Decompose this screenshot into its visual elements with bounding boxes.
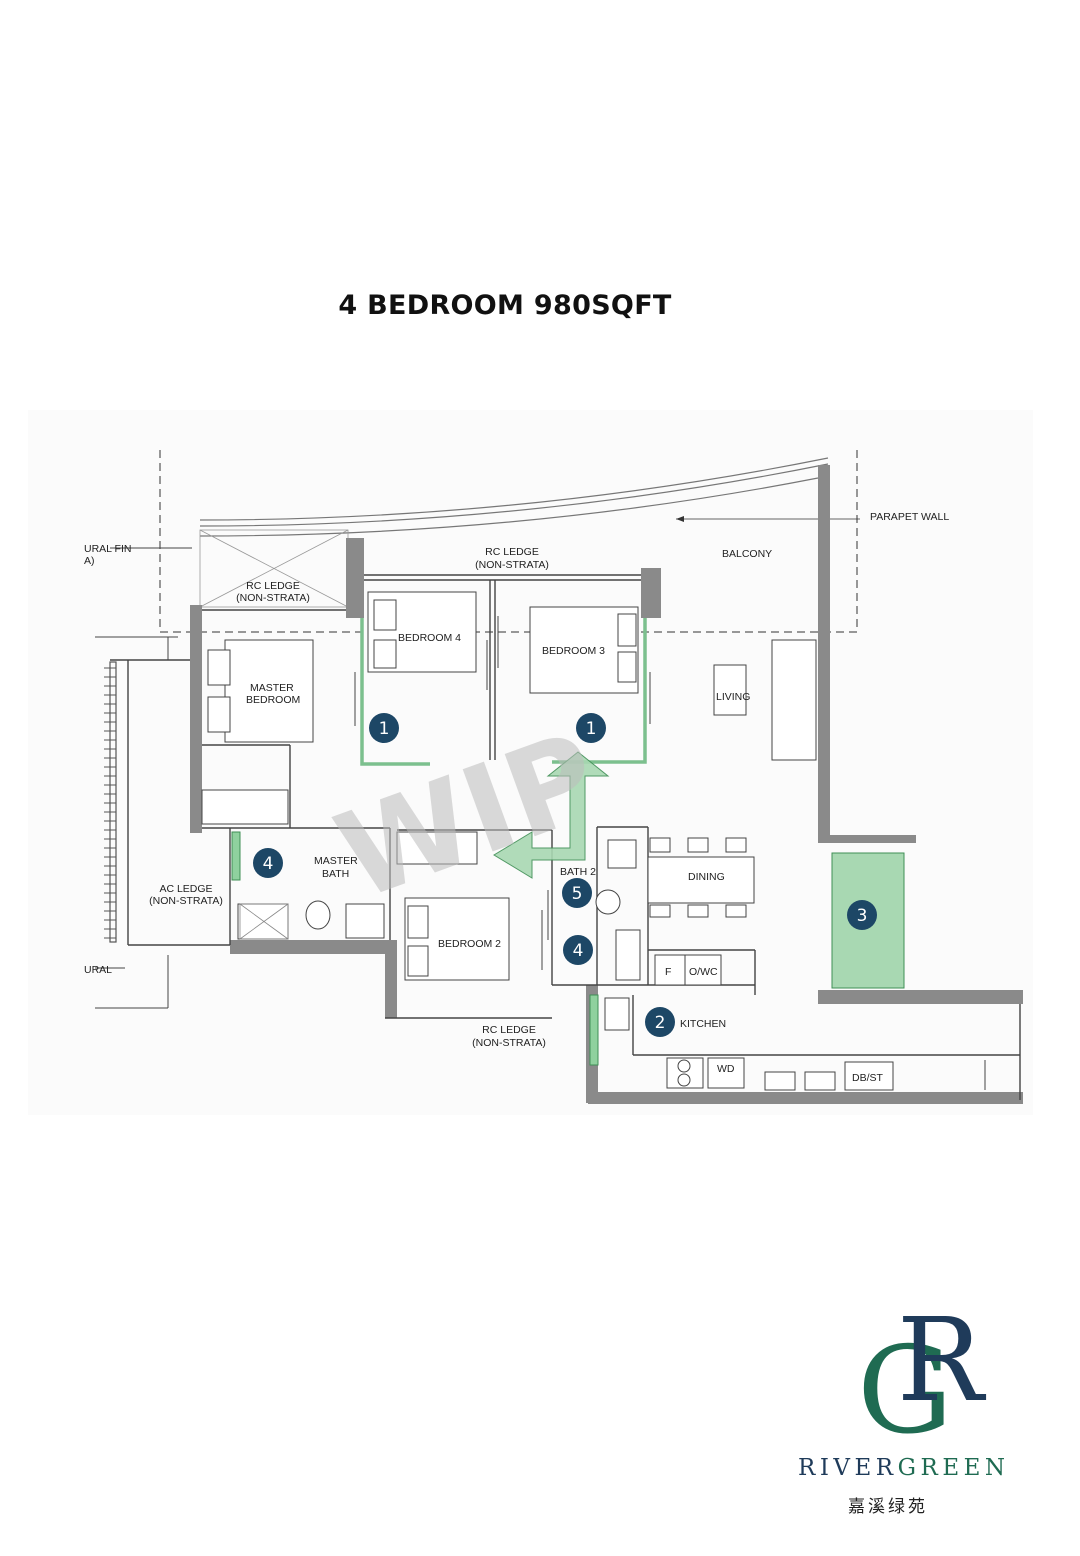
svg-text:G: G <box>857 1322 953 1461</box>
marker-2: 2 <box>645 1007 675 1037</box>
label-master-bedroom-1: MASTER <box>250 682 294 694</box>
svg-text:2: 2 <box>655 1013 666 1033</box>
label-rc-ledge-top-2: (NON-STRATA) <box>475 559 549 571</box>
label-bedroom-4: BEDROOM 4 <box>398 632 461 644</box>
label-owc: O/WC <box>689 966 718 978</box>
label-wd: WD <box>717 1063 735 1075</box>
interior-walls <box>110 574 1021 1100</box>
label-fin-bottom: URAL <box>84 964 112 976</box>
label-rc-ledge-top-1: RC LEDGE <box>485 546 539 558</box>
svg-text:1: 1 <box>379 719 390 739</box>
marker-1a: 1 <box>369 713 399 743</box>
label-ac-ledge-1: AC LEDGE <box>159 883 212 895</box>
label-fin-top-2: A) <box>84 555 95 567</box>
label-master-bath-2: BATH <box>322 868 349 880</box>
label-bedroom-2: BEDROOM 2 <box>438 938 501 950</box>
marker-3: 3 <box>847 900 877 930</box>
svg-text:3: 3 <box>857 906 868 926</box>
label-fridge: F <box>665 966 671 978</box>
label-bedroom-3: BEDROOM 3 <box>542 645 605 657</box>
label-master-bedroom-2: BEDROOM <box>246 694 300 706</box>
label-ac-ledge-2: (NON-STRATA) <box>149 895 223 907</box>
parapet-curve <box>199 457 829 537</box>
label-parapet-wall: PARAPET WALL <box>870 511 949 523</box>
label-kitchen: KITCHEN <box>680 1018 726 1030</box>
svg-text:R: R <box>897 1294 987 1428</box>
marker-4a: 4 <box>253 848 283 878</box>
svg-text:4: 4 <box>263 854 274 874</box>
label-dbst: DB/ST <box>852 1072 884 1084</box>
label-balcony: BALCONY <box>722 548 772 560</box>
label-rc-ledge-left-2: (NON-STRATA) <box>236 592 310 604</box>
marker-5: 5 <box>562 878 592 908</box>
logo-word-river: RIVER <box>798 1455 898 1481</box>
plan-title: 4 BEDROOM 980SQFT <box>338 290 672 321</box>
logo-word-green: GREEN <box>897 1455 1010 1481</box>
logo-monogram: G R <box>857 1294 987 1461</box>
marker-1b: 1 <box>576 713 606 743</box>
logo-wordmark: RIVERGREEN <box>798 1455 1010 1481</box>
louvre-lines <box>104 667 116 939</box>
label-living: LIVING <box>716 691 750 703</box>
svg-text:4: 4 <box>573 941 584 961</box>
label-master-bath-1: MASTER <box>314 855 358 867</box>
label-fin-top-1: URAL FIN <box>84 543 131 555</box>
marker-4b: 4 <box>563 935 593 965</box>
strata-boundary <box>159 450 858 633</box>
label-bath-2: BATH 2 <box>560 866 596 878</box>
label-rc-ledge-bottom-2: (NON-STRATA) <box>472 1037 546 1049</box>
label-dining: DINING <box>688 871 725 883</box>
logo-chinese-name: 嘉溪绿苑 <box>848 1497 928 1517</box>
label-rc-ledge-left-1: RC LEDGE <box>246 580 300 592</box>
svg-text:1: 1 <box>586 719 597 739</box>
ac-ledge-louvres <box>109 661 117 943</box>
svg-text:5: 5 <box>572 884 583 904</box>
furniture <box>201 591 894 1091</box>
direction-arrow <box>493 751 610 879</box>
label-rc-ledge-bottom-1: RC LEDGE <box>482 1024 536 1036</box>
